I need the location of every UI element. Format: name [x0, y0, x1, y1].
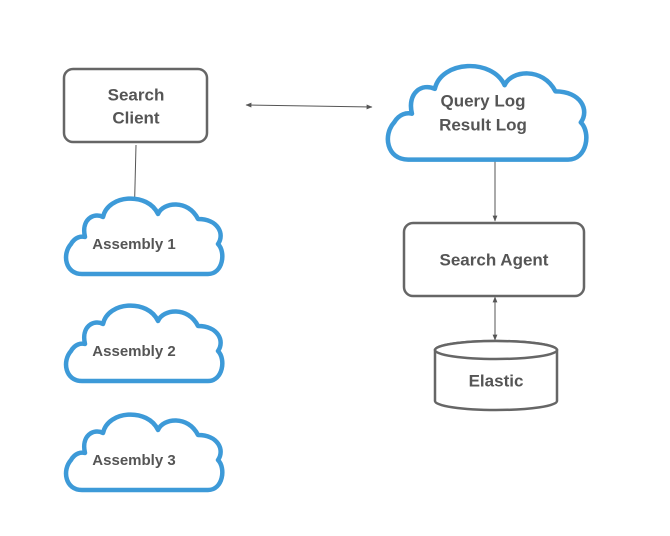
assembly-2-label: Assembly 2	[92, 343, 175, 360]
search-agent-node: Search Agent	[402, 221, 586, 298]
assembly-3-label: Assembly 3	[92, 452, 175, 469]
connector-client-logs	[245, 102, 373, 110]
assembly-2-node: Assembly 2	[66, 306, 222, 381]
assembly-1-label: Assembly 1	[92, 236, 175, 253]
search-client-node: Search Client	[62, 67, 209, 144]
assembly-1-node: Assembly 1	[66, 199, 222, 274]
assembly-3-node: Assembly 3	[66, 415, 222, 490]
log-cloud-label-line2: Result Log	[439, 115, 527, 134]
search-client-label-line1: Search	[108, 85, 165, 104]
search-client-label-line2: Client	[112, 108, 160, 127]
elastic-database-node: Elastic	[433, 339, 559, 412]
search-agent-label: Search Agent	[440, 250, 549, 269]
log-cloud-node	[388, 66, 586, 160]
elastic-label: Elastic	[469, 371, 524, 390]
log-cloud-label-line1: Query Log	[440, 91, 525, 110]
